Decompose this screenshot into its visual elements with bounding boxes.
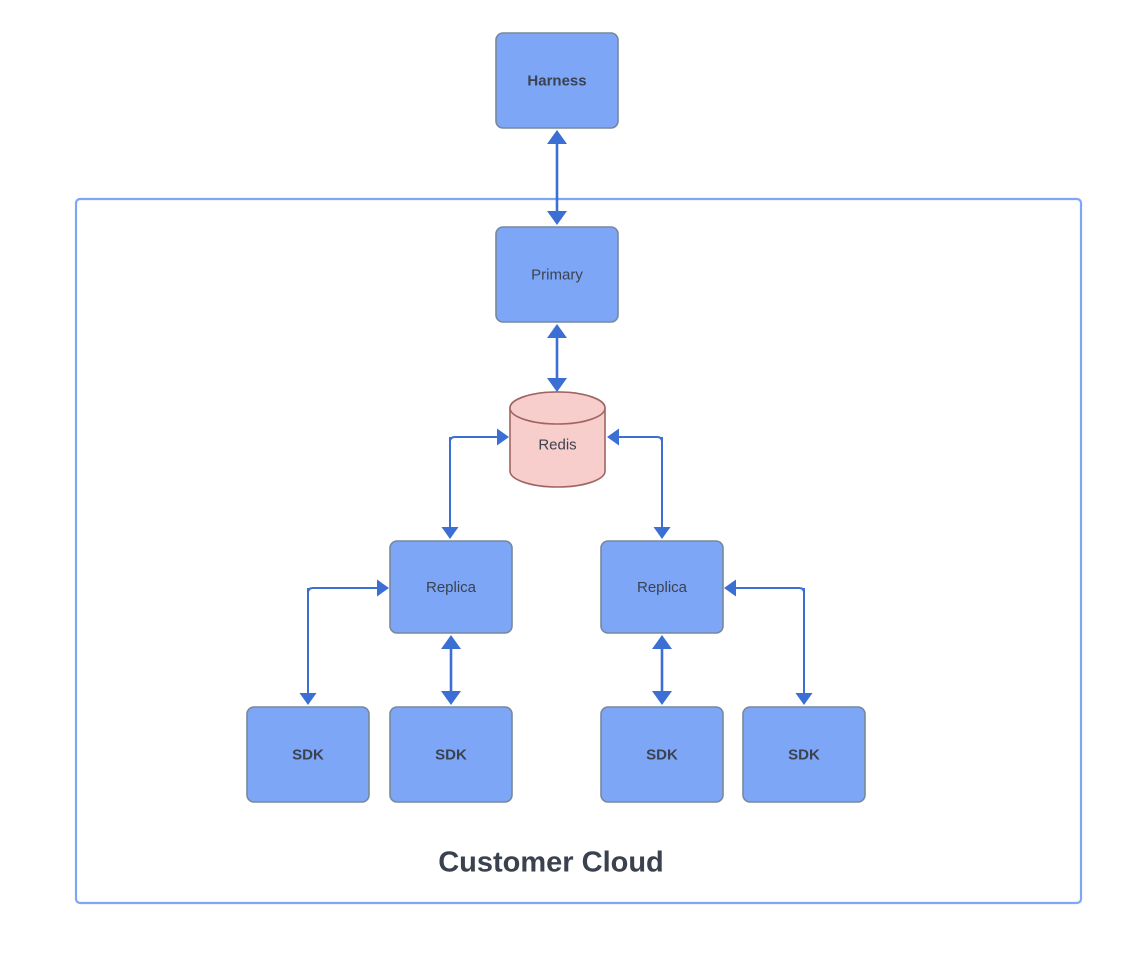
node-sdk-2[interactable]: SDK [389,706,513,803]
node-box [742,706,866,803]
node-harness[interactable]: Harness [495,32,619,129]
node-sdk-1[interactable]: SDK [246,706,370,803]
node-sdk-4[interactable]: SDK [742,706,866,803]
group-customer-cloud[interactable]: Customer Cloud [74,197,1083,905]
edge-redis-replica-r[interactable] [653,437,671,539]
node-box [389,706,513,803]
node-box [389,540,513,634]
arrowhead-icon [547,130,567,144]
node-redis[interactable]: Redis [509,391,606,488]
edge-sdk1-replica-l[interactable] [307,579,389,704]
edges-layer [299,130,813,705]
arrowhead-icon [724,579,736,597]
customer-cloud-label: Customer Cloud [438,847,664,879]
arrowhead-icon [441,527,459,539]
edge-line [728,587,805,703]
edge-replica-r-redis[interactable] [607,428,663,538]
database-cylinder-lid [509,391,606,425]
edge-sdk4-replica-r[interactable] [724,579,805,704]
arrowhead-icon [795,693,813,705]
node-box [600,540,724,634]
node-box [246,706,370,803]
node-box [495,32,619,129]
node-box [495,226,619,323]
edge-replica-l-sdk2[interactable] [441,635,461,705]
edge-harness-primary[interactable] [547,130,567,225]
edge-line [611,436,663,537]
arrowhead-icon [441,691,461,705]
arrowhead-icon [547,378,567,392]
arrowhead-icon [497,428,509,446]
edge-primary-redis[interactable] [547,324,567,392]
edge-line [307,587,385,703]
node-replica-l[interactable]: Replica [389,540,513,634]
arrowhead-icon [299,693,317,705]
arrowhead-icon [652,635,672,649]
edge-redis-replica-l[interactable] [441,437,459,539]
edge-replica-r-sdk4[interactable] [795,588,813,705]
node-replica-r[interactable]: Replica [600,540,724,634]
edge-replica-l-sdk1[interactable] [299,588,317,705]
arrowhead-icon [607,428,619,446]
arrowhead-icon [377,579,389,597]
node-primary[interactable]: Primary [495,226,619,323]
arrowhead-icon [652,691,672,705]
edge-replica-l-redis[interactable] [449,428,509,538]
node-sdk-3[interactable]: SDK [600,706,724,803]
node-box [600,706,724,803]
edge-replica-r-sdk3[interactable] [652,635,672,705]
customer-cloud-boundary[interactable] [74,197,1083,905]
edge-line [449,436,505,537]
arrowhead-icon [547,324,567,338]
arrowhead-icon [653,527,671,539]
arrowhead-icon [441,635,461,649]
arrowhead-icon [547,211,567,225]
